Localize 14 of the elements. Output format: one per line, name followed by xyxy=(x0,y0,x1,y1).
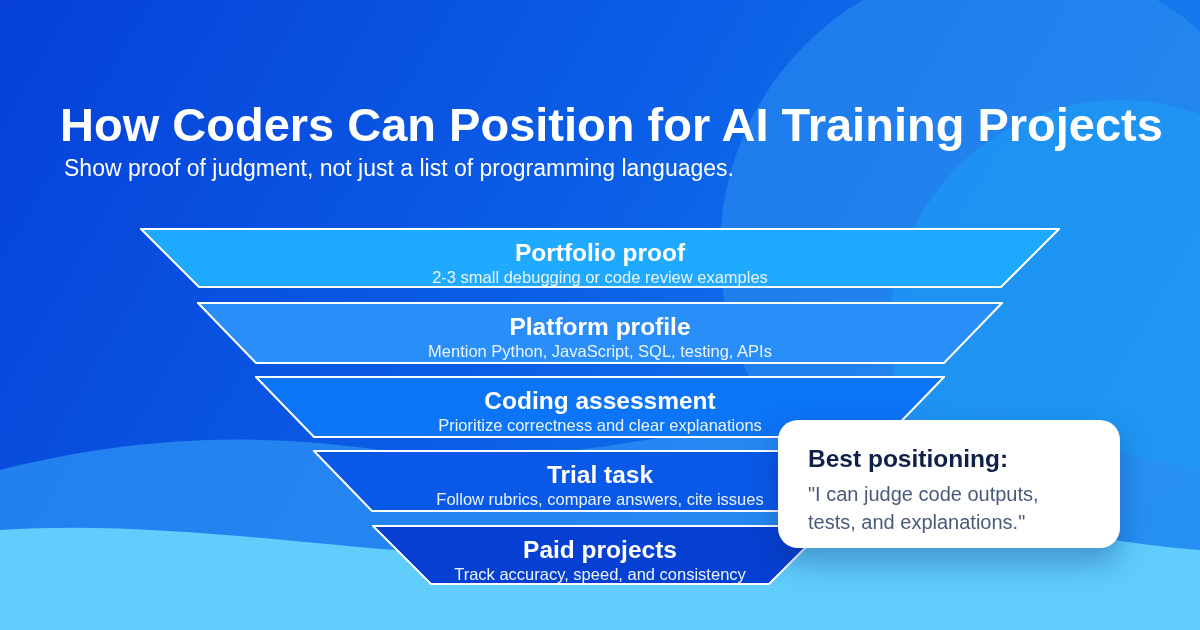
stage-description: Track accuracy, speed, and consistency xyxy=(454,565,746,583)
stage-description: Prioritize correctness and clear explanations xyxy=(438,416,762,434)
stage-description: 2-3 small debugging or code review examples xyxy=(432,268,768,286)
stage-title: Paid projects xyxy=(523,536,677,563)
stage-title: Trial task xyxy=(546,461,654,488)
stage-title: Platform profile xyxy=(509,313,691,340)
stage-description: Follow rubrics, compare answers, cite issues xyxy=(436,490,764,508)
stage-description: Mention Python, JavaScript, SQL, testing, APIs xyxy=(428,342,772,360)
callout-heading: Best positioning: xyxy=(808,445,1009,473)
subtitle: Show proof of judgment, not just a list of programming languages. xyxy=(64,155,734,182)
stage-title: Portfolio proof xyxy=(514,239,686,266)
page-title: How Coders Can Position for AI Training Projects xyxy=(60,97,1163,152)
callout-quote: "I can judge code outputs, tests, and explanations." xyxy=(808,482,1040,535)
stage-title: Coding assessment xyxy=(484,387,716,414)
